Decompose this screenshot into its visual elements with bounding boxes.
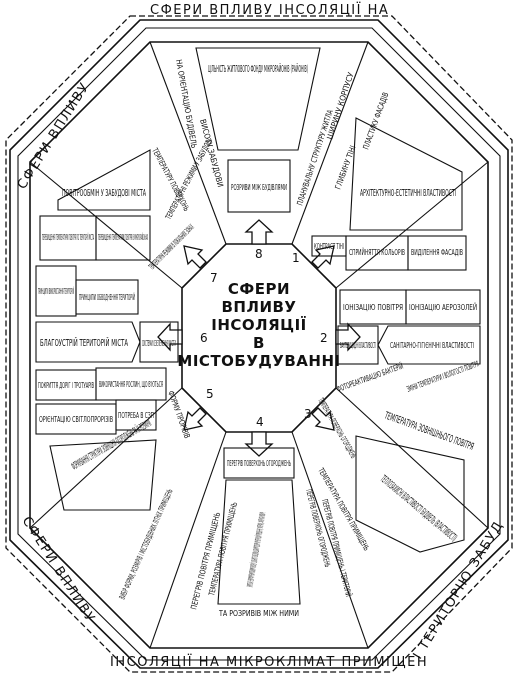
sector-1-b: ГЛИБИНУ ТІНІ xyxy=(333,144,357,190)
sector-7-d: ПЕРЕВИЩЕННЯ ТЕМПЕРАТУРИ ПОВІТРЯ ПО ТЕРИТ… xyxy=(42,232,94,242)
arrow-6 xyxy=(157,322,183,352)
dashed-boundary xyxy=(5,15,513,673)
outer-label-left-top: СФЕРИ ВПЛИВУ xyxy=(15,80,93,192)
sector-1-c: КОНТРАСТ ТІНІ xyxy=(314,242,344,251)
sector-2: ІОНІЗАЦІЮ ПОВІТРЯ ІОНІЗАЦІЮ АЕРОЗОЛЕЙ БА… xyxy=(335,289,481,394)
sector-6-a: БЛАГОУСТРІЙ ТЕРИТОРІЙ МІСТА xyxy=(40,336,128,349)
sector-6-box-f xyxy=(95,367,167,401)
sector-8-f: РОЗРИВИ МІЖ БУДІВЛЯМИ xyxy=(231,183,287,192)
sector-6-c: ПРИНЦИПИ ВИКОРИСТАННЯ ТЕРИТОРІЙ xyxy=(38,285,74,296)
number-7: 7 xyxy=(210,271,218,285)
sector-2-c: БАКТЕРИЦИДНІ ВЛАСТИВОСТІ xyxy=(340,341,376,350)
arrow-5 xyxy=(183,407,207,431)
number-2: 2 xyxy=(320,331,328,345)
sector-2-a: ІОНІЗАЦІЮ ПОВІТРЯ xyxy=(343,303,403,312)
number-5: 5 xyxy=(206,387,214,401)
number-4: 4 xyxy=(256,415,264,429)
arrow-3 xyxy=(311,407,335,431)
number-1: 1 xyxy=(292,251,300,265)
sector-8-b: НА ОРІЄНТАЦІЮ БУДІВЕЛЬ xyxy=(174,59,198,149)
number-8: 8 xyxy=(255,247,263,261)
sector-7-a: ПОВІТРООБМІН У ЗАБУДОВІ МІСТА xyxy=(62,188,146,199)
sector-2-d: САНІТАРНО-ГІГІЄНІЧНІ ВЛАСТИВОСТІ xyxy=(390,341,474,350)
sector-6-box-a xyxy=(35,321,141,363)
sector-dividers xyxy=(29,41,489,649)
sector-8-d: ПЛАНУВАЛЬНУ СТРУКТУРУ ЖИТЛА xyxy=(295,108,335,206)
number-3: 3 xyxy=(304,407,312,421)
sector-4-g: ТА РОЗРИВІВ МІЖ НИМИ xyxy=(218,609,299,618)
sector-2-b: ІОНІЗАЦІЮ АЕРОЗОЛЕЙ xyxy=(409,301,477,312)
sector-1-d: СПРИЙНЯТТЯ КОЛЬОРІВ xyxy=(349,246,405,257)
sector-5-box-c xyxy=(49,439,157,511)
sector-7-box-a xyxy=(57,149,151,211)
center-line-3: ІНСОЛЯЦІЇ xyxy=(211,315,306,334)
sector-2-box-d xyxy=(377,325,481,365)
center-line-1: СФЕРИ xyxy=(228,280,290,298)
sector-2-box-b xyxy=(405,289,481,325)
sector-5-a: ОРІЄНТАЦІЮ СВІТЛОПРОРІЗІВ xyxy=(39,415,113,424)
sector-7-box-e xyxy=(95,215,151,261)
sector-8-box-f xyxy=(227,159,291,213)
sector-1-a: АРХІТЕКТУРНО-ЕСТЕТИЧНІ ВЛАСТИВОСТІ xyxy=(360,188,456,199)
sector-2-e: ФОТОРЕАКТИВАЦІЮ БАКТЕРІЙ xyxy=(335,360,405,394)
sector-6-d: ПРИНЦИПИ ОБВОДНЕННЯ ТЕРИТОРІЙ xyxy=(79,291,135,302)
sector-8-a: ЦІЛЬНІСТЬ ЖИТЛОВОГО ФОНДУ МІКРОРАЙОНІВ (… xyxy=(208,62,308,75)
sector-6: ПРИНЦИПИ ВИКОРИСТАННЯ ТЕРИТОРІЙ ПРИНЦИПИ… xyxy=(35,265,179,401)
sector-1-box-a xyxy=(349,117,463,231)
sector-4-box-a xyxy=(223,447,295,479)
direction-arrows xyxy=(157,219,361,457)
sector-6-box-b xyxy=(139,321,179,363)
center-line-2: ВПЛИВУ xyxy=(222,298,297,316)
sector-5-d: ВИБІР ФОРМИ, РОЗМІРІВ І МІСТОБУДІВНИХ ЛІ… xyxy=(118,488,175,601)
sector-4-box-d xyxy=(217,479,301,605)
arrow-4 xyxy=(244,431,274,457)
sector-6-f: ВИКОРИСТАННЯ РОСЛИН, ЩО В'ЮТЬСЯ xyxy=(99,380,163,389)
sector-7-e: ПЕРЕВИЩЕННЯ ТЕМПЕРАТУРИ ПОВІТРЯ В МІКРОР… xyxy=(98,231,148,242)
sector-4: ПЕРЕГРІВ ПОВЕРХОНЬ ОГОРОДЖЕНЬ БОРОТЬБА З… xyxy=(189,447,355,618)
sector-3: ТЕМПЕРАТУРА ЗОВНІШНЬОГО ПОВІТРЯ ТЕПЛОЗАХ… xyxy=(316,396,476,553)
sector-3-b: ТЕПЛОЗАХИСНІ ВЛАСТИВОСТІ БУДІВЕЛЬ (ВЛАСТ… xyxy=(378,474,459,544)
sector-6-b: СИСТЕМИ ОЗЕЛЕНЕННЯ МІСТА xyxy=(142,339,176,348)
sector-3-box-b xyxy=(355,435,465,553)
outer-octagon-inner xyxy=(17,27,501,661)
sector-6-e: ПОКРИТТЯ ДОРІГ І ТРОТУАРІВ xyxy=(38,381,94,390)
sector-3-a: ТЕМПЕРАТУРА ЗОВНІШНЬОГО ПОВІТРЯ xyxy=(383,410,476,453)
arrow-7 xyxy=(183,245,207,269)
sector-1-box-e xyxy=(407,235,467,271)
sector-8-box-a xyxy=(195,47,321,151)
number-6: 6 xyxy=(200,331,208,345)
sector-4-a: ПЕРЕГРІВ ПОВЕРХОНЬ ОГОРОДЖЕНЬ xyxy=(227,459,291,468)
sector-1-f: ПЛАСТИКУ ФАСАДІВ xyxy=(361,91,390,150)
sector-4-d: БОРОТЬБА З НЕКОМФОРТНИМ ВПЛИВОМ ІНСОЛЯЦІ… xyxy=(244,511,268,588)
outer-label-left-bottom: СФЕРИ ВПЛИВУ xyxy=(19,514,98,626)
center-line-4: В xyxy=(253,334,265,352)
sector-1-e: ВИДІЛЕННЯ ФАСАДІВ xyxy=(411,248,463,257)
arrow-1 xyxy=(311,245,335,269)
center-line-5: МІСТОБУДУВАННІ xyxy=(177,352,340,370)
sector-8: ЦІЛЬНІСТЬ ЖИТЛОВОГО ФОНДУ МІКРОРАЙОНІВ (… xyxy=(174,47,356,213)
sector-2-f: ЗМІНИ ТЕМПЕРАТУРИ І ВОЛОГОСТІ ПОВІТРЯ xyxy=(406,359,480,393)
outer-octagon xyxy=(9,19,509,669)
outer-label-top: СФЕРИ ВПЛИВУ ІНСОЛЯЦІЇ НА АРХІТЕКТУРНЕ О… xyxy=(0,0,395,18)
sector-5-b: ПОТРЕБА В СЗП xyxy=(118,411,154,420)
arrow-8 xyxy=(244,219,274,245)
sector-6-box-d xyxy=(75,279,139,315)
sector-8-e: ШИРИНУ КОРПУСУ xyxy=(325,71,355,140)
